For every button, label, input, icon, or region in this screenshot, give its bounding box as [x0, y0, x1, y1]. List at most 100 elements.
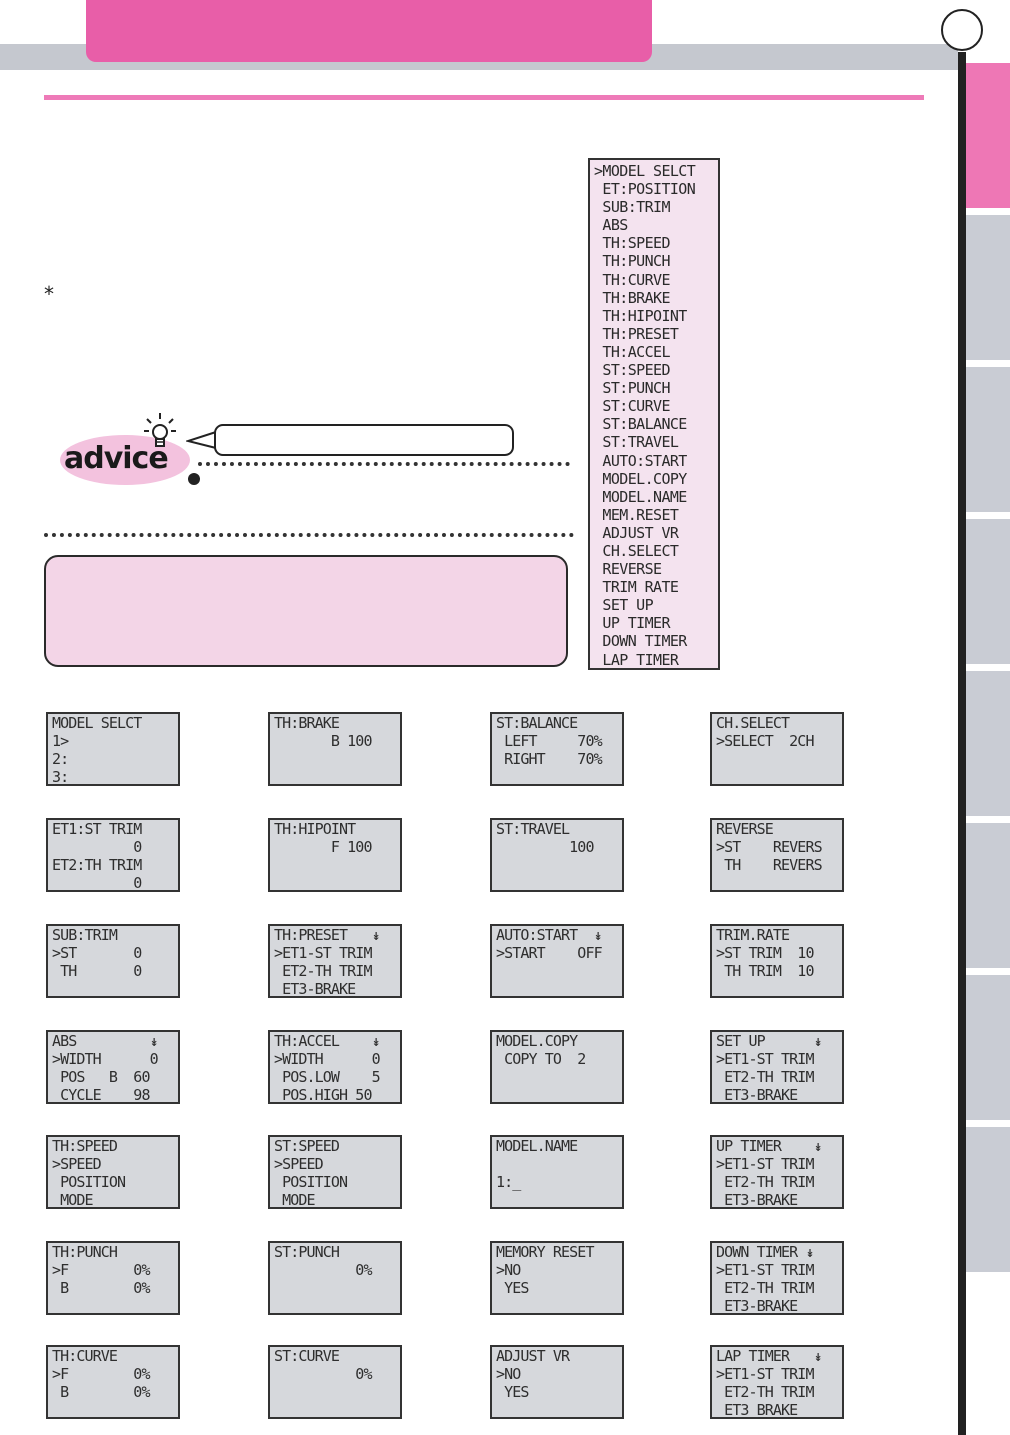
lcd-line: ET3-BRAKE [716, 1297, 798, 1315]
lcd-line: ST:SPEED [274, 1137, 340, 1155]
lcd-screen-reverse: REVERSE>ST REVERS TH REVERS [710, 818, 844, 892]
lcd-line [496, 1155, 619, 1173]
lcd-line: POSITION [52, 1173, 126, 1191]
lcd-line: MODEL.NAME [496, 1137, 578, 1155]
lcd-screen-up-timer: UP TIMER ↡>ET1-ST TRIM ET2-TH TRIM ET3-B… [710, 1135, 844, 1209]
lcd-line: 0 [52, 838, 142, 856]
lcd-line [52, 1401, 175, 1419]
lcd-screen-th-punch: TH:PUNCH>F 0% B 0% [46, 1241, 180, 1315]
lcd-line: MODEL SELCT [52, 714, 142, 732]
lcd-screen-model-copy: MODEL.COPY COPY TO 2 [490, 1030, 624, 1104]
lcd-line: ET2-TH TRIM [274, 962, 372, 980]
lcd-line: REVERSE [716, 820, 774, 838]
lcd-line: MODE [274, 1191, 315, 1209]
lcd-line: ET2-TH TRIM [716, 1068, 814, 1086]
advice-callout [214, 424, 514, 456]
lcd-line: MODEL.COPY [496, 1032, 578, 1050]
menu-list-item: LAP TIMER [594, 650, 679, 669]
lcd-line: TH:SPEED [52, 1137, 118, 1155]
lcd-screen-lap-timer: LAP TIMER ↡>ET1-ST TRIM ET2-TH TRIM ET3 … [710, 1345, 844, 1419]
lcd-line [52, 1297, 175, 1315]
lcd-line [716, 980, 839, 998]
lcd-line: ABS ↡ [52, 1032, 159, 1050]
header-title-tab [86, 0, 652, 62]
lcd-line: MEMORY RESET [496, 1243, 594, 1261]
menu-list-item: ST:SPEED [594, 361, 670, 380]
note-asterisk: * [44, 282, 54, 306]
info-box [44, 555, 568, 667]
menu-list-item: ADJUST VR [594, 523, 679, 542]
lcd-line: POS.LOW 5 [274, 1068, 380, 1086]
menu-list-item: TRIM RATE [594, 578, 679, 597]
lcd-line: 3: [52, 768, 69, 786]
lcd-screen-st-balance: ST:BALANCE LEFT 70% RIGHT 70% [490, 712, 624, 786]
advice-highlight [60, 435, 190, 485]
lcd-line [496, 768, 619, 786]
menu-list-item: CH.SELECT [594, 541, 679, 560]
lcd-line: B 100 [274, 732, 373, 750]
lightbulb-icon [144, 413, 176, 447]
lcd-screen-th-brake: TH:BRAKE B 100 [268, 712, 402, 786]
lcd-line: ET1:ST TRIM [52, 820, 142, 838]
lcd-screen-ch-select: CH.SELECT>SELECT 2CH [710, 712, 844, 786]
lcd-line [496, 1297, 619, 1315]
lcd-line: TH:ACCEL ↡ [274, 1032, 381, 1050]
lcd-screen-th-accel: TH:ACCEL ↡>WIDTH 0 POS.LOW 5 POS.HIGH 50 [268, 1030, 402, 1104]
lcd-screen-down-timer: DOWN TIMER ↡>ET1-ST TRIM ET2-TH TRIM ET3… [710, 1241, 844, 1315]
lcd-line: B 0% [52, 1279, 150, 1297]
lcd-line: 0 [52, 874, 142, 892]
lcd-line: ST:CURVE [274, 1347, 340, 1365]
menu-list-item: MODEL.COPY [594, 469, 687, 488]
index-tab[interactable] [966, 60, 1010, 208]
lcd-line [274, 1401, 397, 1419]
lcd-line [274, 874, 397, 892]
lcd-line [496, 1068, 619, 1086]
lcd-line [496, 856, 619, 874]
lcd-line [496, 1401, 619, 1419]
lcd-line: TH TRIM 10 [716, 962, 814, 980]
index-tab[interactable] [966, 972, 1010, 1120]
lcd-screen-th-hipoint: TH:HIPOINT F 100 [268, 818, 402, 892]
lcd-screen-st-speed: ST:SPEED>SPEED POSITION MODE [268, 1135, 402, 1209]
lcd-line: ET2-TH TRIM [716, 1383, 814, 1401]
lcd-line: RIGHT 70% [496, 750, 602, 768]
lcd-screen-trim-rate: TRIM.RATE>ST TRIM 10 TH TRIM 10 [710, 924, 844, 998]
callout-tail [186, 431, 217, 449]
menu-list-item: REVERSE [594, 560, 662, 579]
lcd-line: TH REVERS [716, 856, 822, 874]
lcd-screen-th-curve: TH:CURVE>F 0% B 0% [46, 1345, 180, 1419]
lcd-line: >ET1-ST TRIM [716, 1365, 814, 1383]
index-tab[interactable] [966, 820, 1010, 968]
index-tab[interactable] [966, 364, 1010, 512]
page-number-circle [941, 9, 983, 51]
lcd-line: TH:PRESET ↡ [274, 926, 381, 944]
lcd-line: >F 0% [52, 1365, 150, 1383]
advice-label: advice [64, 441, 169, 476]
index-tab[interactable] [966, 212, 1010, 360]
menu-list-item: TH:HIPOINT [594, 306, 687, 325]
advice-dotted-rule [198, 462, 570, 466]
lcd-line: ET3-BRAKE [716, 1191, 798, 1209]
lcd-line: TRIM.RATE [716, 926, 790, 944]
lcd-line: AUTO:START ↡ [496, 926, 603, 944]
index-tab[interactable] [966, 1124, 1010, 1272]
lcd-screen-adjust-vr: ADJUST VR>NO YES [490, 1345, 624, 1419]
lcd-line: POS B 60 [52, 1068, 150, 1086]
menu-list-item: TH:PRESET [594, 324, 679, 343]
lcd-line: ADJUST VR [496, 1347, 570, 1365]
menu-list-item: ST:CURVE [594, 397, 670, 416]
lcd-screen-st-curve: ST:CURVE 0% [268, 1345, 402, 1419]
lcd-line: SET UP ↡ [716, 1032, 823, 1050]
lcd-line: ST:PUNCH [274, 1243, 340, 1261]
lcd-line: ST:BALANCE [496, 714, 578, 732]
advice-bullet [188, 473, 200, 485]
section-dotted-rule [44, 533, 574, 537]
menu-list-item: SUB:TRIM [594, 198, 670, 217]
lcd-line [716, 768, 839, 786]
index-tab[interactable] [966, 668, 1010, 816]
lcd-line [496, 980, 619, 998]
lcd-line: 0% [274, 1261, 372, 1279]
lcd-line: ET3-BRAKE [274, 980, 356, 998]
index-tab[interactable] [966, 516, 1010, 664]
